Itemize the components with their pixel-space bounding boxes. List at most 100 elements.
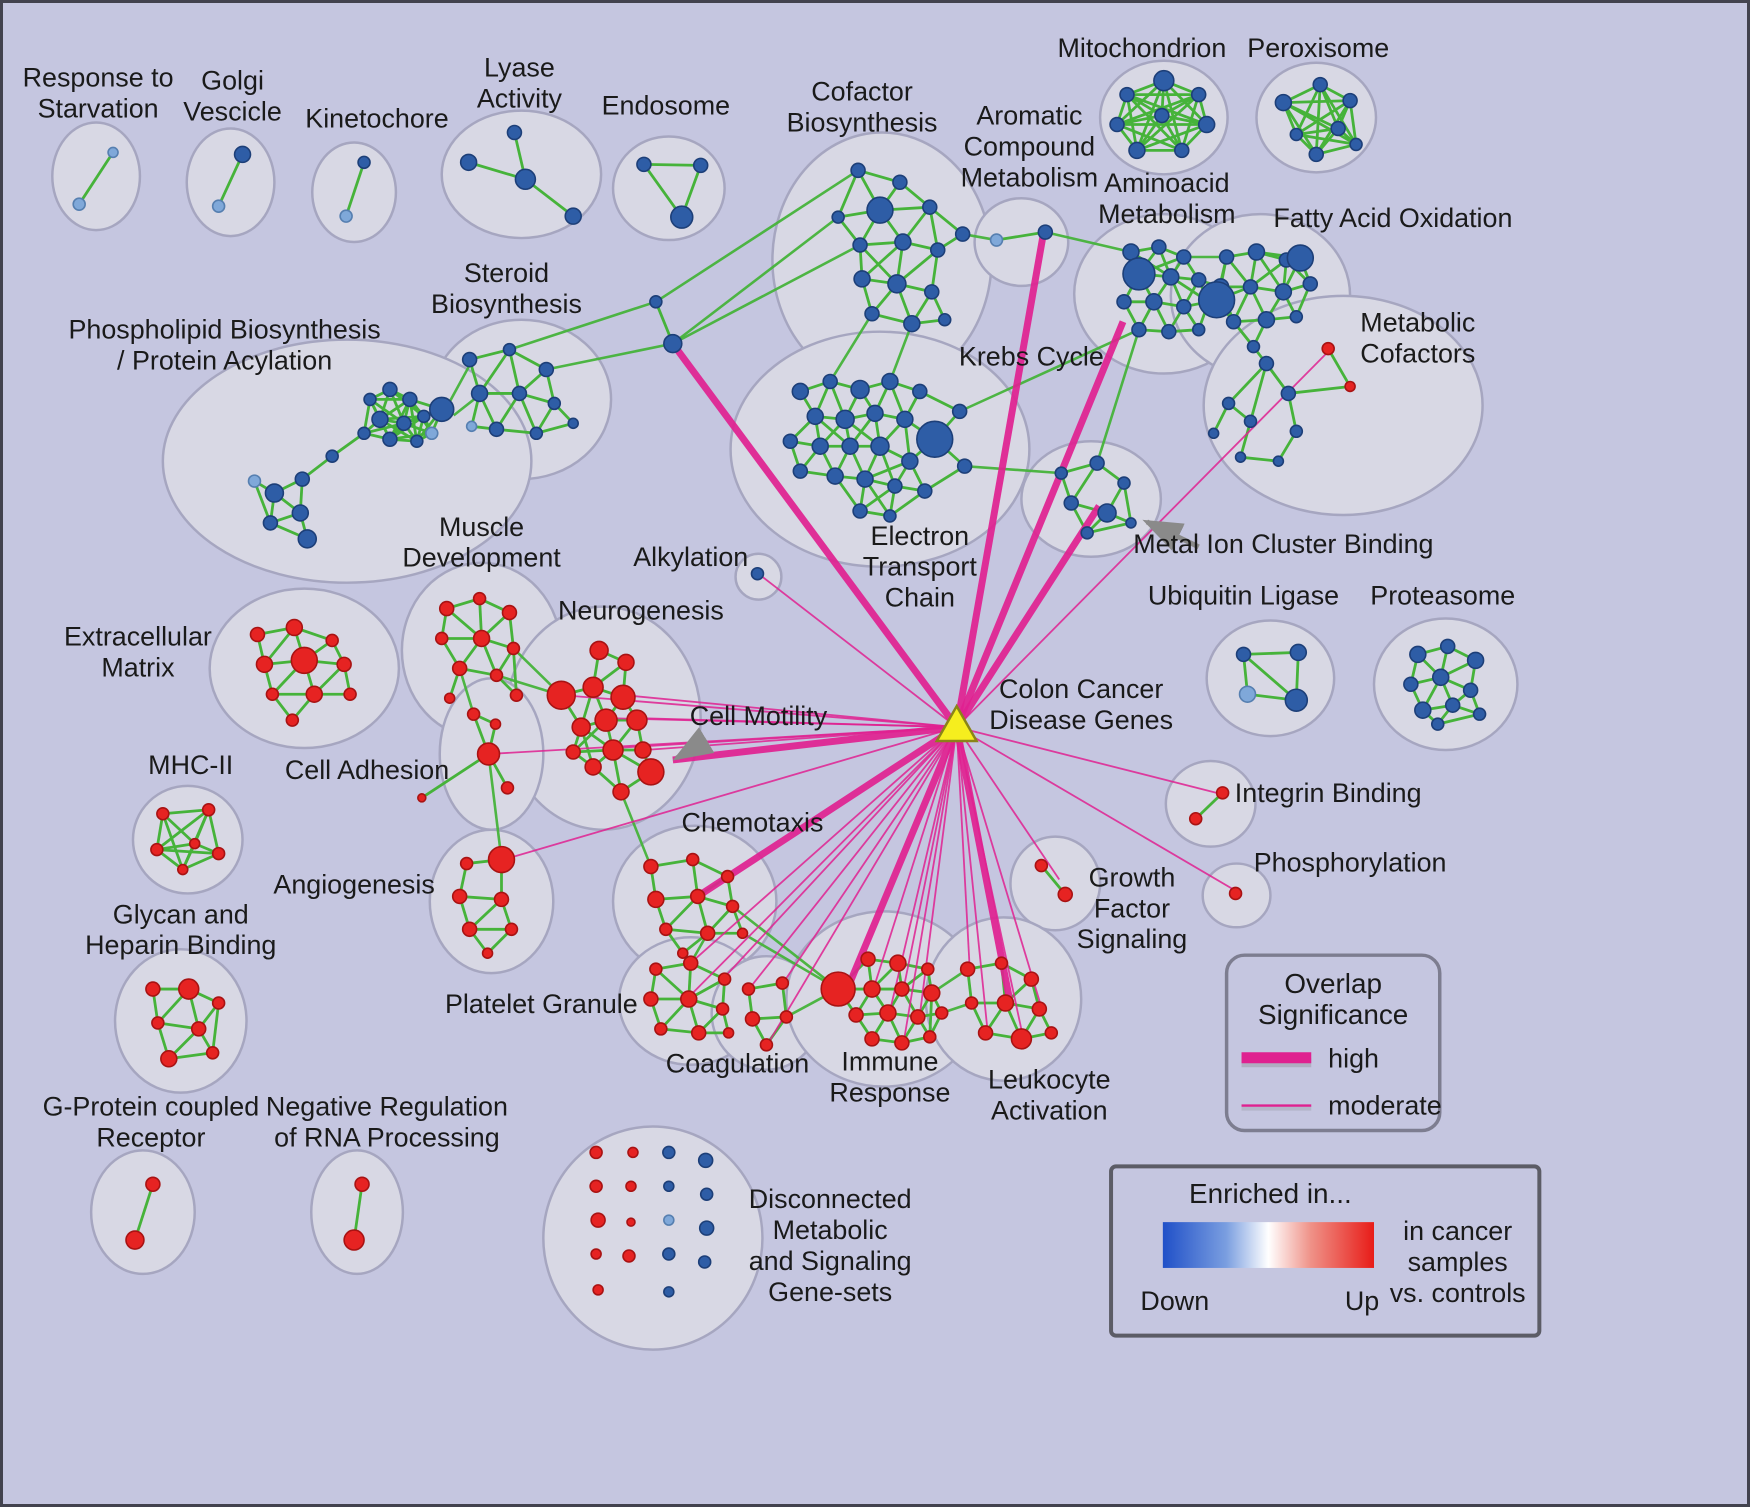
gene-set-node bbox=[863, 980, 881, 998]
gene-set-node bbox=[697, 1152, 714, 1169]
gene-set-node bbox=[1116, 294, 1132, 310]
gene-set-node bbox=[205, 1046, 220, 1060]
cluster-label-immune-response: Response bbox=[829, 1078, 950, 1108]
overlap-link-moderate bbox=[873, 726, 958, 988]
gene-set-node bbox=[1308, 146, 1325, 163]
gene-set-node bbox=[887, 478, 903, 494]
gene-set-node bbox=[736, 927, 749, 940]
gene-set-edge bbox=[1283, 99, 1351, 104]
gene-set-node bbox=[1175, 249, 1192, 265]
hub-label: Colon Cancer bbox=[999, 674, 1163, 704]
gene-set-node bbox=[107, 146, 119, 159]
overlap-link-high bbox=[953, 504, 1103, 729]
overlap-link-high bbox=[953, 726, 1013, 1000]
gene-set-edge bbox=[1135, 80, 1166, 151]
gene-set-node bbox=[529, 426, 544, 441]
inter-cluster-edge bbox=[741, 932, 839, 991]
gene-set-edge bbox=[1162, 80, 1184, 151]
inter-cluster-edge bbox=[487, 753, 503, 860]
gene-set-node bbox=[489, 718, 502, 730]
gene-set-node bbox=[417, 793, 427, 803]
cluster-label-platelet-granule: Platelet Granule bbox=[445, 989, 638, 1019]
gene-set-node bbox=[459, 153, 478, 172]
gene-set-node bbox=[1188, 811, 1203, 826]
cluster-label-neurogenesis: Neurogenesis bbox=[558, 596, 724, 626]
gene-set-node bbox=[850, 379, 870, 400]
gene-set-node bbox=[894, 1035, 910, 1051]
inter-cluster-edge bbox=[619, 791, 653, 868]
cluster-label-electron-transport-chain: Transport bbox=[863, 552, 978, 582]
inter-cluster-edge bbox=[964, 464, 1062, 475]
gene-set-node bbox=[1161, 323, 1177, 340]
gene-set-node bbox=[325, 633, 339, 648]
gene-set-node bbox=[1153, 69, 1175, 92]
pointer-arrow bbox=[1142, 519, 1200, 551]
gene-set-edge bbox=[643, 162, 701, 167]
gene-set-node bbox=[759, 1038, 774, 1052]
gene-set-node bbox=[643, 991, 659, 1007]
gene-set-node bbox=[1242, 279, 1259, 295]
inter-cluster-edge bbox=[546, 342, 674, 371]
cluster-label-response-to-starvation: Starvation bbox=[38, 94, 159, 124]
gene-set-node bbox=[670, 205, 694, 229]
gene-set-node bbox=[643, 858, 659, 875]
gene-set-node bbox=[1117, 476, 1131, 490]
gene-set-node bbox=[956, 458, 973, 474]
gene-set-edge bbox=[133, 1183, 155, 1241]
gene-set-node bbox=[917, 483, 933, 499]
gene-set-node bbox=[211, 199, 226, 213]
gene-set-node bbox=[750, 566, 765, 581]
gene-set-node bbox=[472, 629, 491, 648]
cluster-label-lyase-activity: Lyase bbox=[484, 53, 555, 83]
gene-set-edge bbox=[512, 648, 518, 696]
gene-set-node bbox=[589, 1179, 603, 1194]
gene-set-node bbox=[720, 869, 735, 884]
gene-set-node bbox=[685, 852, 700, 867]
gene-set-node bbox=[883, 509, 897, 523]
enriched-note: in cancer bbox=[1403, 1216, 1512, 1246]
cluster-label-disconnected-gene-sets: and Signaling bbox=[749, 1246, 912, 1276]
gene-set-node bbox=[806, 407, 825, 426]
gene-set-node bbox=[1175, 299, 1192, 315]
cluster-label-krebs-cycle: Krebs Cycle bbox=[959, 342, 1104, 372]
gene-set-node bbox=[382, 381, 398, 398]
cluster-label-phosphorylation: Phosphorylation bbox=[1254, 848, 1447, 878]
overlap-link-high bbox=[672, 723, 958, 764]
gene-set-node bbox=[1462, 682, 1479, 699]
gene-set-node bbox=[822, 373, 838, 390]
gene-set-node bbox=[1154, 107, 1170, 124]
gene-set-node bbox=[1403, 676, 1419, 693]
gene-set-node bbox=[1125, 517, 1137, 529]
gene-set-node bbox=[637, 758, 665, 786]
gene-set-node bbox=[689, 888, 706, 905]
gene-set-node bbox=[188, 837, 201, 850]
gene-set-node bbox=[1430, 717, 1445, 731]
gene-set-node bbox=[211, 996, 226, 1010]
gene-set-node bbox=[509, 688, 524, 703]
gene-set-node bbox=[1349, 137, 1363, 152]
gene-set-node bbox=[663, 333, 683, 354]
cluster-label-cofactor-biosynthesis: Biosynthesis bbox=[787, 107, 938, 137]
cluster-ellipse-endosome bbox=[611, 135, 726, 242]
overlap-link-moderate bbox=[638, 717, 957, 729]
enriched-note: samples bbox=[1408, 1247, 1508, 1277]
cluster-ellipse-aromatic-compound-metabolism bbox=[973, 196, 1070, 288]
gene-set-node bbox=[290, 646, 319, 675]
gene-set-node bbox=[1131, 321, 1147, 338]
gene-set-node bbox=[363, 392, 377, 407]
gene-set-node bbox=[860, 951, 876, 967]
gene-set-node bbox=[901, 452, 919, 470]
gene-set-edge bbox=[161, 812, 196, 845]
gene-set-node bbox=[1302, 276, 1319, 292]
gene-set-edge bbox=[478, 348, 511, 395]
gene-set-node bbox=[1010, 1028, 1033, 1050]
gene-set-node bbox=[782, 433, 799, 450]
cluster-label-metal-ion-cluster-binding: Metal Ion Cluster Binding bbox=[1133, 529, 1433, 559]
gene-set-node bbox=[894, 981, 910, 997]
overlap-link-moderate bbox=[955, 726, 1061, 880]
gene-set-edge bbox=[1437, 712, 1480, 726]
gene-set-node bbox=[959, 961, 976, 977]
cluster-label-phospholipid-biosynthesis-protein-acylation: / Protein Acylation bbox=[117, 346, 332, 376]
gene-set-node bbox=[889, 954, 907, 972]
